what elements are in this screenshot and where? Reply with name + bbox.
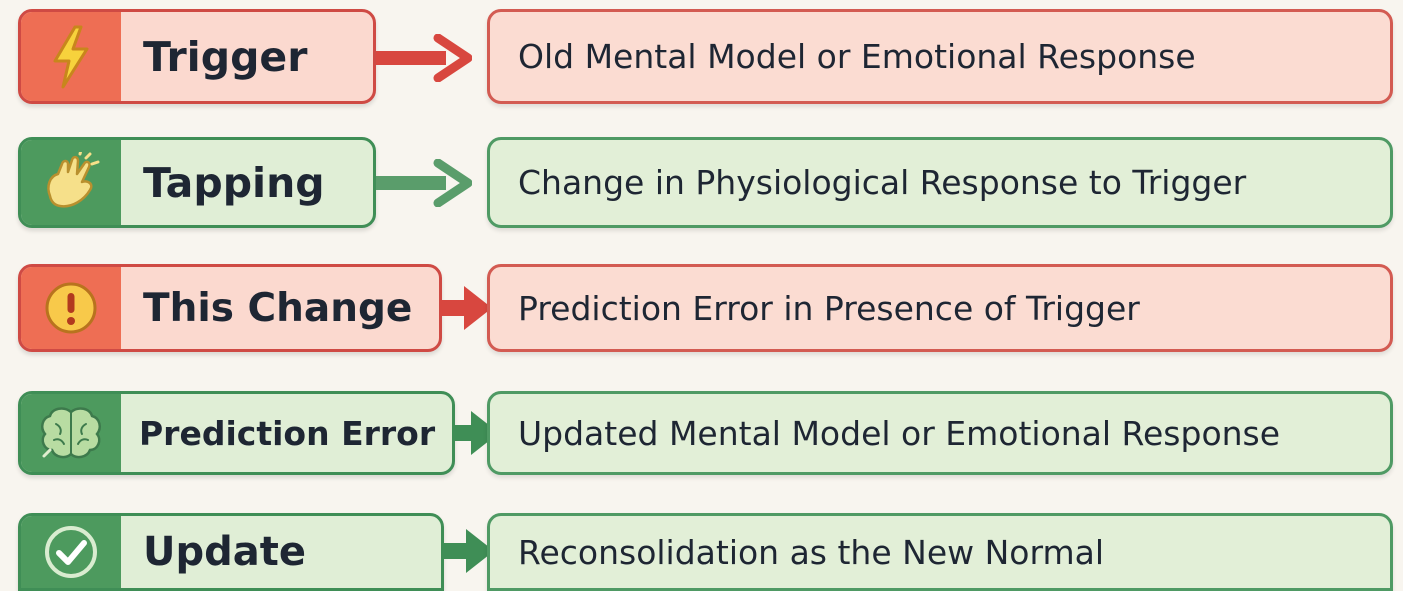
step-description: Old Mental Model or Emotional Response <box>487 9 1393 104</box>
label-box-this-change: This Change <box>18 264 442 352</box>
step-description: Prediction Error in Presence of Trigger <box>487 264 1393 352</box>
step-label: Trigger <box>143 32 308 81</box>
exclamation-icon <box>45 282 97 334</box>
label-box-tapping: Tapping <box>18 137 376 228</box>
arrow-icon <box>440 286 492 330</box>
label-box-update: Update <box>18 513 444 591</box>
arrow-icon <box>376 159 472 207</box>
icon-cell <box>21 516 121 588</box>
step-label: This Change <box>143 285 413 331</box>
arrow-icon <box>442 529 494 573</box>
checkmark-icon <box>45 526 97 578</box>
step-row-this-change: This Change Prediction Error in Presence… <box>0 264 1403 352</box>
step-description: Reconsolidation as the New Normal <box>487 513 1393 591</box>
step-label: Prediction Error <box>139 413 436 453</box>
tapping-hand-icon <box>47 151 100 208</box>
lightning-bolt-icon <box>53 25 89 88</box>
label-box-trigger: Trigger <box>18 9 376 104</box>
brain-icon <box>41 407 101 459</box>
icon-cell <box>21 12 121 101</box>
icon-cell <box>21 394 121 472</box>
label-box-prediction-error: Prediction Error <box>18 391 455 475</box>
icon-cell <box>21 267 121 349</box>
step-description: Change in Physiological Response to Trig… <box>487 137 1393 228</box>
arrow-icon <box>453 411 499 455</box>
step-row-trigger: Trigger Old Mental Model or Emotional Re… <box>0 9 1403 104</box>
step-description: Updated Mental Model or Emotional Respon… <box>487 391 1393 475</box>
arrow-icon <box>376 34 472 82</box>
step-label: Tapping <box>143 158 325 207</box>
icon-cell <box>21 140 121 225</box>
step-row-update: Update Reconsolidation as the New Normal <box>0 513 1403 591</box>
step-label: Update <box>143 529 306 575</box>
step-row-tapping: Tapping Change in Physiological Response… <box>0 137 1403 228</box>
step-row-prediction-error: Prediction Error Updated Mental Model or… <box>0 391 1403 475</box>
